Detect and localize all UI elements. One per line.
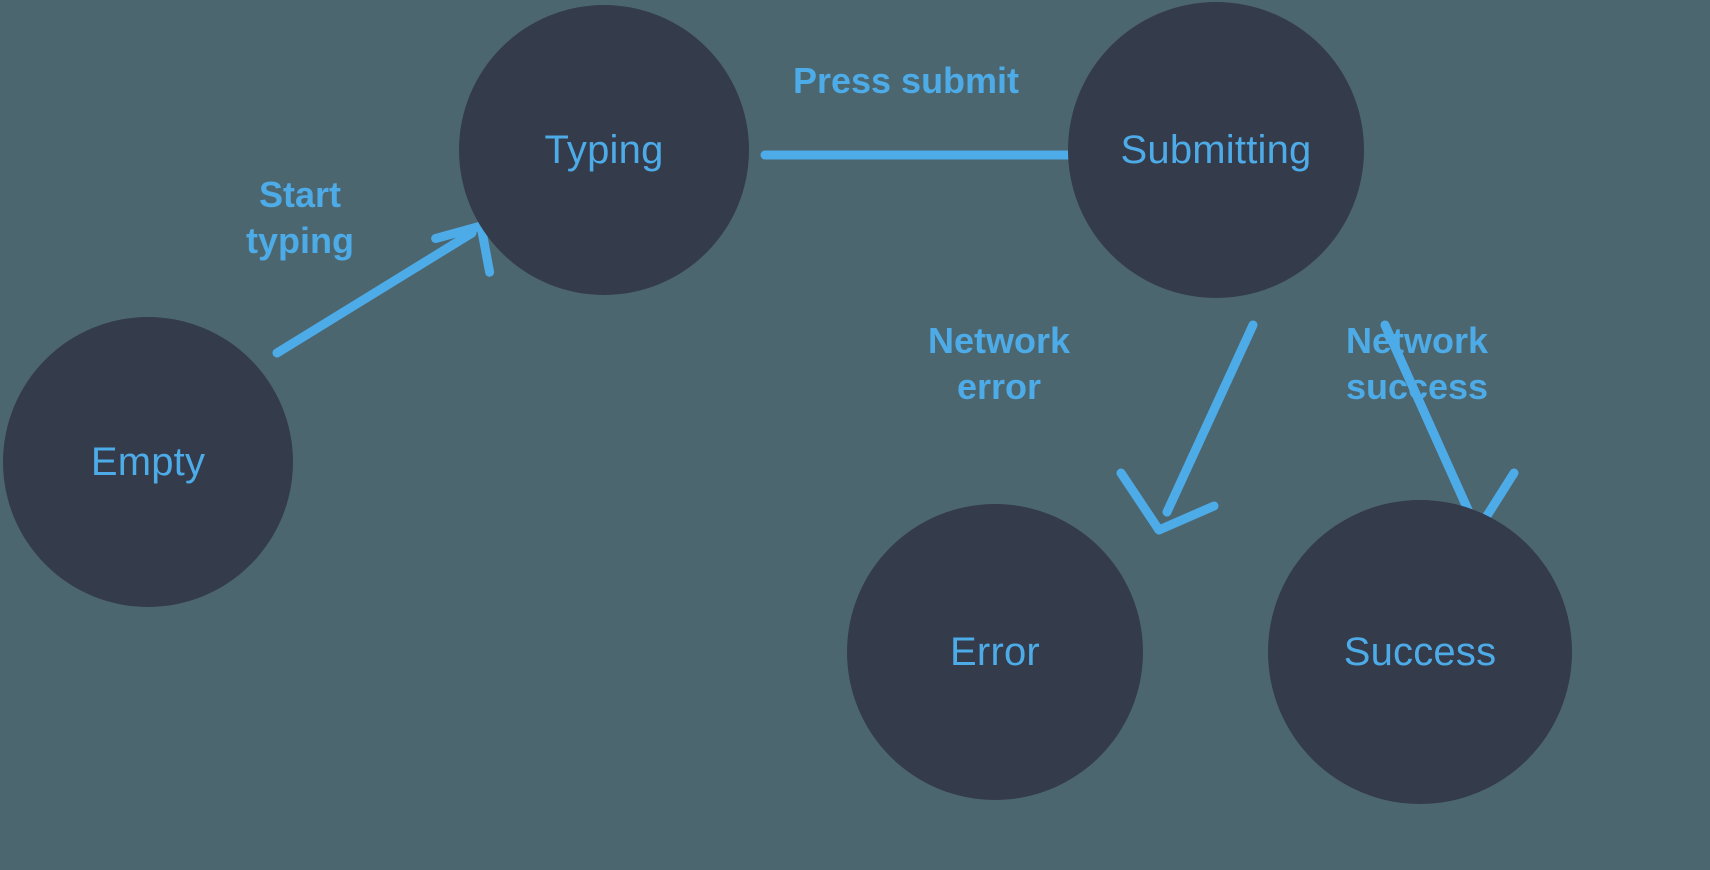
state-label-success: Success	[1343, 630, 1497, 674]
arrow-head	[1116, 468, 1219, 535]
state-node-error[interactable]: Error	[847, 504, 1143, 800]
state-label-error: Error	[950, 630, 1040, 674]
arrow-shaft	[1162, 320, 1258, 517]
state-node-typing[interactable]: Typing	[459, 5, 749, 295]
state-node-submitting[interactable]: Submitting	[1068, 2, 1364, 298]
state-label-typing: Typing	[544, 128, 664, 172]
transition-arrow-network-error	[1116, 320, 1258, 535]
transition-label-start-typing: Start typing	[246, 174, 354, 262]
state-node-empty[interactable]: Empty	[3, 317, 293, 607]
state-label-empty: Empty	[90, 440, 206, 484]
state-node-success[interactable]: Success	[1268, 500, 1572, 804]
transition-label-network-success: Network success	[1345, 320, 1489, 408]
state-label-submitting: Submitting	[1120, 128, 1312, 172]
arrow-shaft	[272, 228, 477, 358]
transition-label-press-submit: Press submit	[792, 60, 1020, 101]
transition-label-network-error: Network error	[927, 320, 1071, 408]
arrow-shaft	[1380, 320, 1474, 517]
